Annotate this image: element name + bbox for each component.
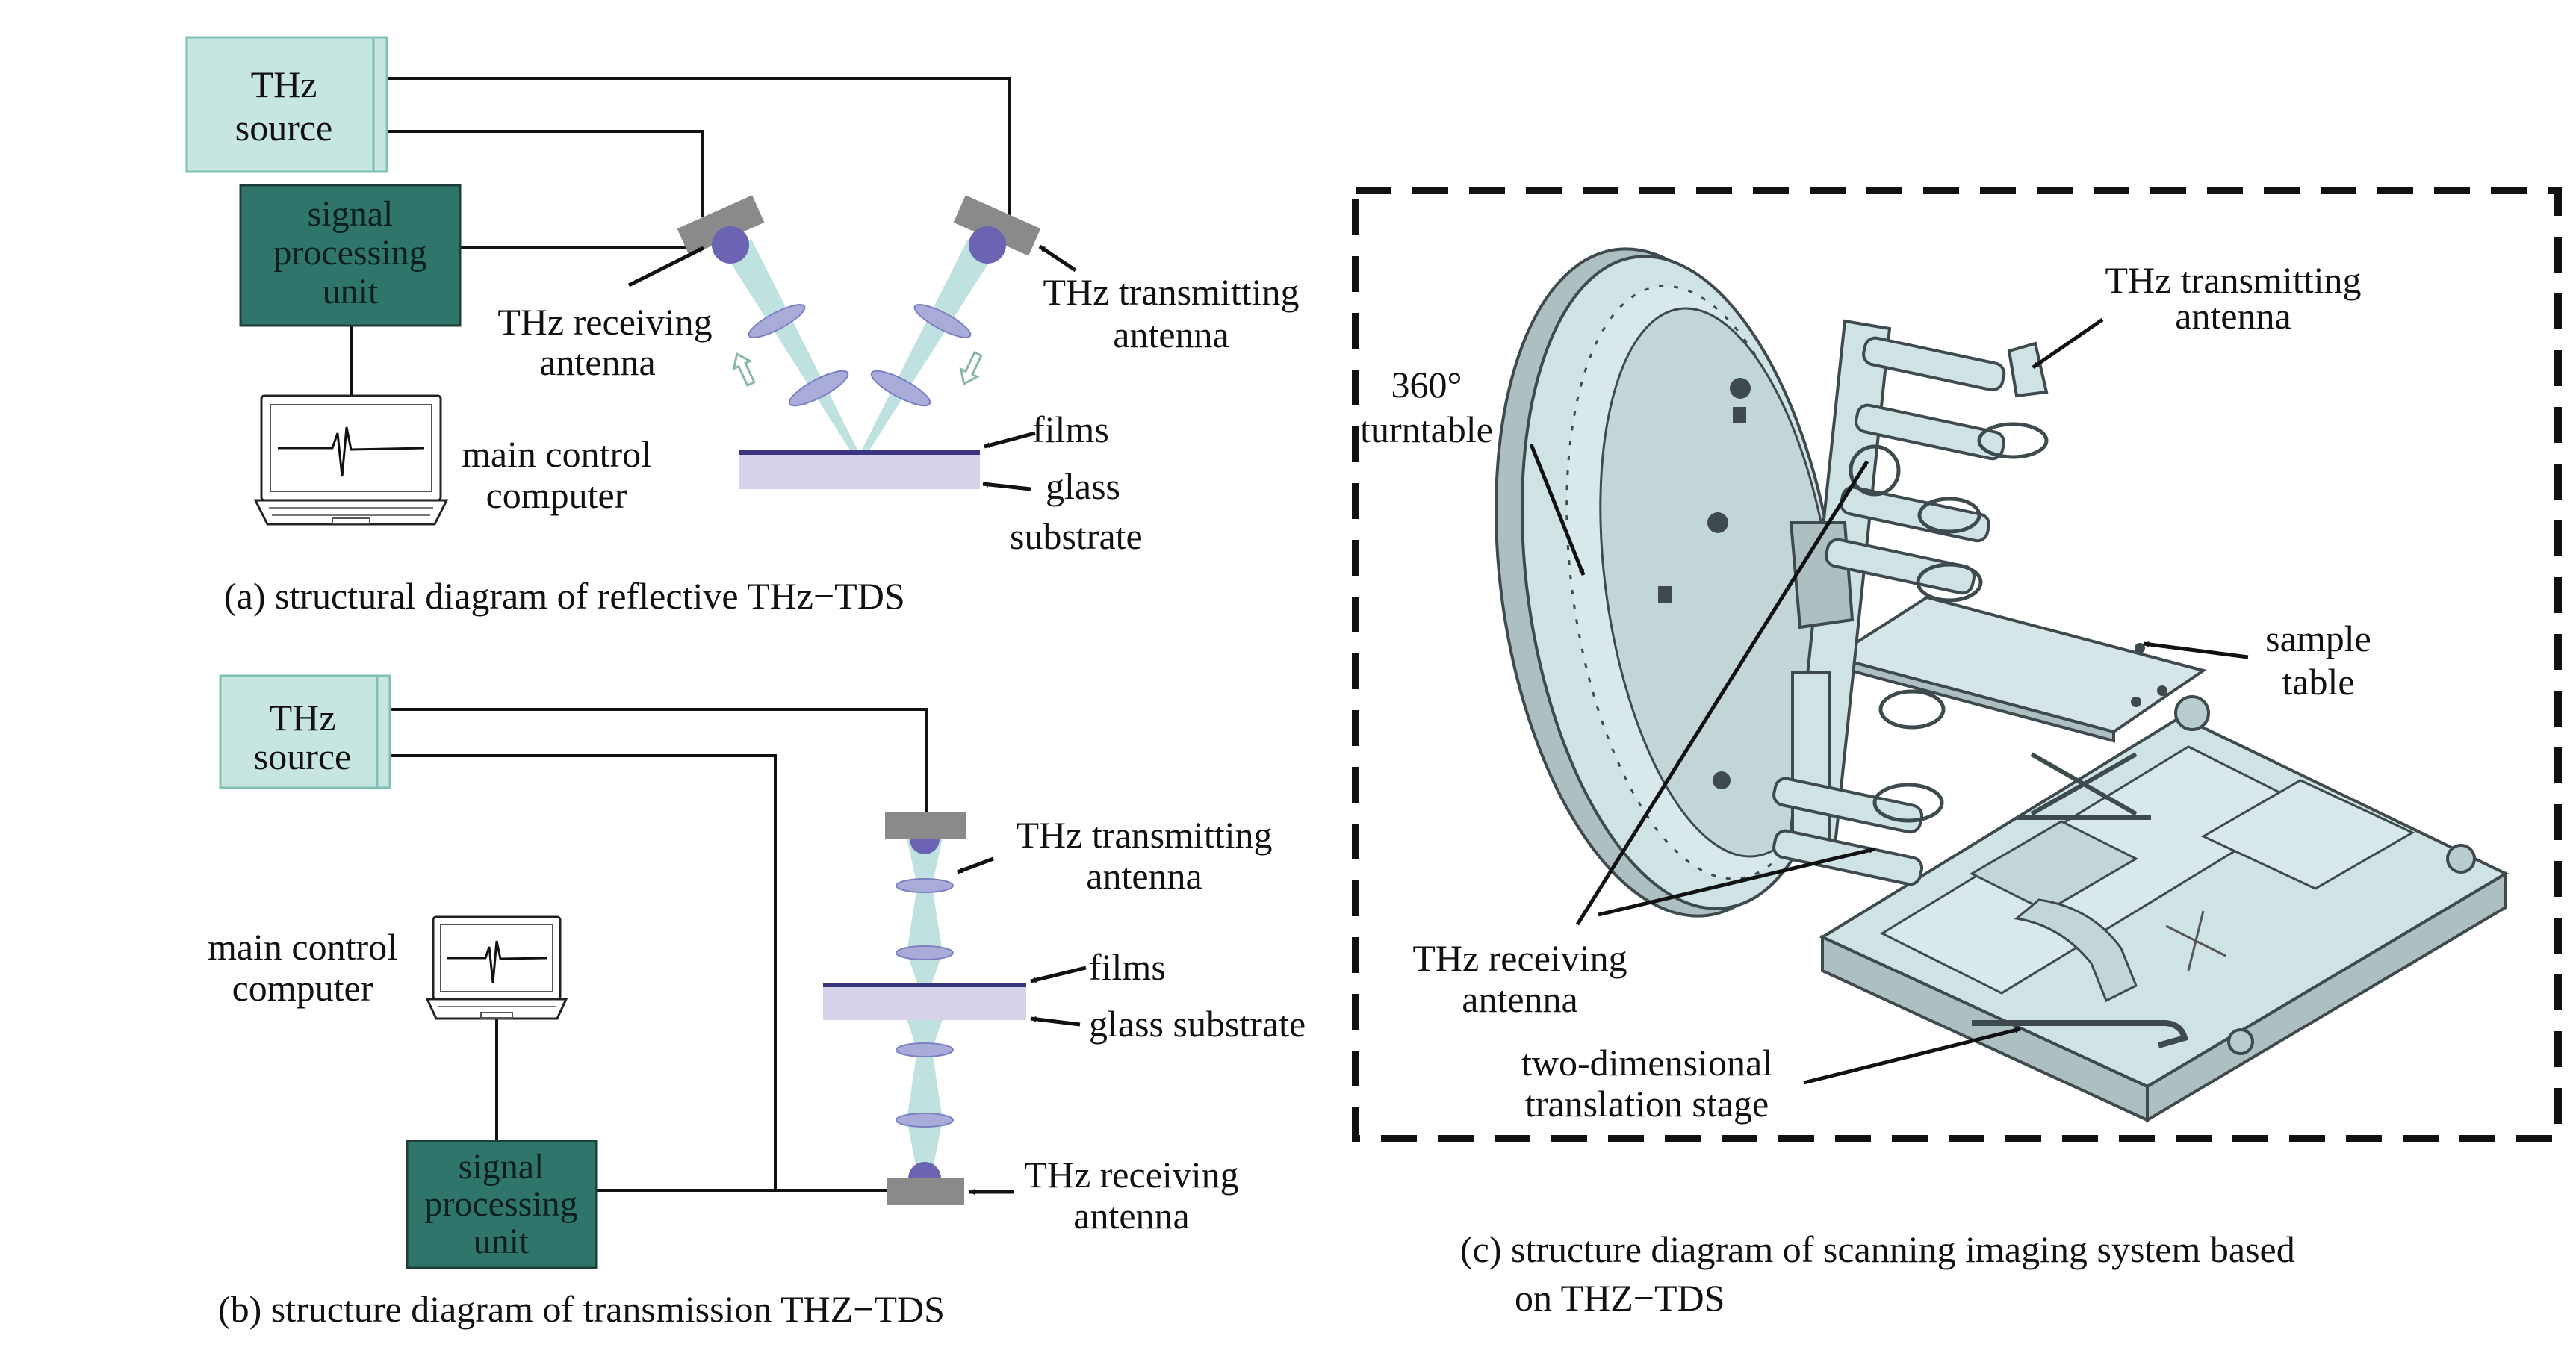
laptop-b bbox=[425, 915, 568, 1020]
sample-table bbox=[1830, 595, 2210, 743]
sample-table-label-line1: sample bbox=[2265, 618, 2371, 659]
main-computer-label-a-line1: main control bbox=[462, 433, 651, 475]
caption-c-line1: (c) structure diagram of scanning imagin… bbox=[1460, 1228, 2295, 1270]
dsp-label-line2: processing bbox=[273, 233, 426, 273]
signal-processing-unit-b: signal processing unit bbox=[406, 1140, 598, 1269]
thz-source-b-label-line2: source bbox=[254, 736, 352, 777]
lenses-b bbox=[896, 878, 954, 1128]
thz-source-label-line2: source bbox=[235, 107, 333, 149]
thz-source-box-b bbox=[219, 674, 391, 789]
transmitting-antenna-label-b-line2: antenna bbox=[1086, 855, 1202, 897]
glass-label-b: glass substrate bbox=[1089, 1003, 1306, 1045]
thz-source-box bbox=[185, 36, 388, 173]
wires-b bbox=[390, 708, 928, 1192]
lenses-a bbox=[748, 304, 972, 407]
films-label-a: films bbox=[1032, 408, 1109, 450]
beams-a bbox=[723, 239, 996, 453]
transmitter-head-c bbox=[2007, 341, 2049, 398]
thz-source-edge bbox=[372, 36, 388, 173]
transmitting-antenna-label-b-line1: THz transmitting bbox=[1017, 814, 1273, 856]
leaders-b bbox=[957, 856, 1087, 1195]
antenna-mast bbox=[1772, 319, 2049, 886]
beam-b bbox=[907, 838, 943, 1172]
direction-arrows-a bbox=[732, 350, 983, 388]
transmitting-antenna-label-c-line2: antenna bbox=[2175, 295, 2291, 337]
receiving-antenna-label-b-line1: THz receiving bbox=[1024, 1154, 1238, 1196]
dsp-box-b bbox=[406, 1140, 598, 1269]
receiving-antenna-label-c-line1: THz receiving bbox=[1412, 937, 1627, 979]
turntable-label-line2: turntable bbox=[1360, 408, 1493, 450]
translation-stage bbox=[1819, 715, 2510, 1123]
dsp-b-label-line3: unit bbox=[474, 1222, 530, 1261]
sample-table-label-line2: table bbox=[2282, 661, 2354, 703]
thz-source-label-line1: THz bbox=[251, 63, 317, 105]
transmitting-antenna-label-c-line1: THz transmitting bbox=[2105, 259, 2362, 301]
thz-source-a: THz source bbox=[185, 36, 388, 173]
thz-source-b-label-line1: THz bbox=[270, 697, 336, 739]
thz-source-edge-b bbox=[376, 674, 391, 789]
dashed-frame bbox=[1352, 187, 2562, 1142]
receiving-antenna-label-a-line2: antenna bbox=[539, 341, 655, 383]
transmitting-antenna-label-a-line1: THz transmitting bbox=[1043, 271, 1300, 313]
dsp-b-label-line1: signal bbox=[459, 1147, 544, 1187]
transmitting-antenna-a bbox=[953, 195, 1041, 264]
panel-a: THz source signal processing unit main c… bbox=[185, 36, 1300, 617]
receiving-antenna-label-a-line1: THz receiving bbox=[497, 301, 712, 343]
receiving-antenna-label-b-line2: antenna bbox=[1073, 1195, 1189, 1237]
main-computer-label-b-line2: computer bbox=[232, 967, 373, 1009]
stage-label-line1: two-dimensional bbox=[1521, 1042, 1772, 1083]
receiving-antenna-a bbox=[677, 195, 765, 264]
thz-source-b: THz source bbox=[219, 674, 391, 789]
panel-c: THz transmitting antenna 360° turntable … bbox=[1352, 187, 2562, 1319]
dsp-label-line1: signal bbox=[308, 194, 394, 234]
glass-substrate-b bbox=[823, 984, 1026, 1020]
support-frame bbox=[2017, 752, 2151, 820]
wires-a bbox=[350, 77, 1011, 396]
xy-arrows-icon bbox=[2165, 910, 2226, 971]
glass-label-a-line2: substrate bbox=[1010, 515, 1143, 557]
glass-label-a-line1: glass bbox=[1046, 465, 1120, 507]
dsp-box bbox=[239, 184, 462, 327]
leaders-c bbox=[1529, 317, 2249, 1085]
laptop-a bbox=[253, 394, 449, 526]
dsp-label-line3: unit bbox=[323, 272, 379, 311]
transmitting-antenna-b bbox=[885, 812, 966, 854]
main-computer-label-b-line1: main control bbox=[208, 926, 397, 968]
turntable bbox=[1495, 247, 1841, 918]
films-label-b: films bbox=[1089, 946, 1166, 988]
glass-substrate-a bbox=[739, 452, 980, 489]
caption-b: (b) structure diagram of transmission TH… bbox=[218, 1288, 945, 1330]
turntable-label-line1: 360° bbox=[1391, 364, 1462, 405]
receiving-antenna-label-c-line2: antenna bbox=[1462, 978, 1577, 1020]
receiving-antenna-b bbox=[887, 1162, 964, 1205]
caption-c-line2: on THZ−TDS bbox=[1515, 1277, 1725, 1319]
main-computer-label-a-line2: computer bbox=[486, 474, 627, 516]
stage-label-line2: translation stage bbox=[1525, 1083, 1769, 1125]
leaders-a bbox=[627, 244, 1077, 491]
panel-b: THz source signal processing unit main c… bbox=[208, 674, 1306, 1330]
signal-processing-unit-a: signal processing unit bbox=[239, 184, 462, 327]
dsp-b-label-line2: processing bbox=[424, 1184, 577, 1224]
transmitting-antenna-label-a-line2: antenna bbox=[1113, 314, 1229, 355]
caption-a: (a) structural diagram of reflective THz… bbox=[224, 575, 905, 617]
